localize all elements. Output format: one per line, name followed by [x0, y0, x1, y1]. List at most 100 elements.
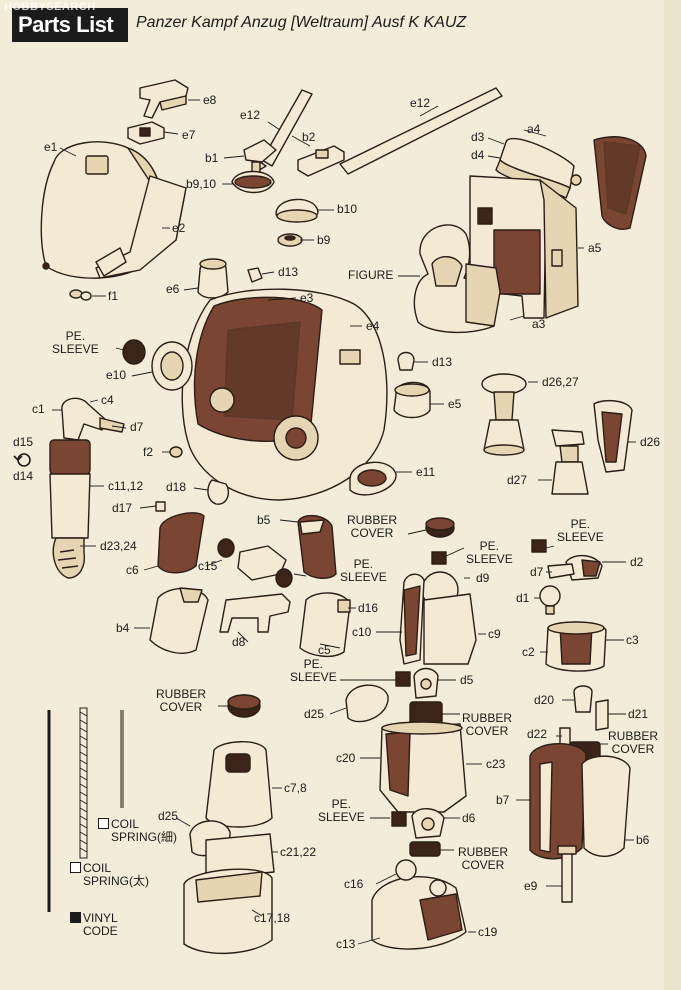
label-d15: d15: [13, 435, 34, 449]
part-rubber-cover-5: [409, 841, 441, 857]
label-c9: c9: [488, 627, 501, 641]
label-d14: d14: [13, 469, 34, 483]
part-b9: [277, 233, 303, 247]
label-e11: e11: [416, 465, 436, 479]
label-coil-spring-thick-text: COIL SPRING(太): [83, 861, 150, 888]
part-d21: [595, 699, 609, 731]
label-d22: d22: [527, 727, 548, 741]
part-rubber-cover-1: [425, 517, 455, 538]
label-c11-12: c11,12: [108, 479, 144, 493]
label-c4: c4: [101, 393, 114, 407]
label-pe-sleeve-6: PE. SLEEVE: [318, 797, 365, 824]
part-rubber-cover-3: [227, 694, 261, 718]
label-coil-spring-thick: COIL SPRING(太): [70, 862, 149, 888]
part-d5: [413, 667, 439, 699]
label-c7-8: c7,8: [284, 781, 307, 795]
label-d21: d21: [628, 707, 649, 721]
part-b2: [297, 145, 345, 177]
label-c10: c10: [352, 625, 372, 639]
part-figure: [413, 224, 501, 334]
label-coil-spring-thin-text: COIL SPRING(細): [111, 817, 178, 844]
label-e8: e8: [203, 93, 217, 107]
watermark: HOBBYSEARCH: [4, 1, 96, 13]
part-d25-a: [345, 684, 389, 723]
part-pe-sleeve-5: [395, 671, 411, 687]
header-bar: [12, 8, 128, 42]
label-d26-27: d26,27: [542, 375, 579, 389]
part-c7-8-shin: [205, 741, 273, 828]
label-coil-spring-thin: COIL SPRING(細): [98, 818, 177, 844]
label-d26: d26: [640, 435, 661, 449]
label-d6: d6: [462, 811, 476, 825]
label-b5: b5: [257, 513, 271, 527]
part-d2-d7: [547, 555, 603, 581]
label-figure: FIGURE: [348, 268, 394, 282]
adjacent-page-edge: [664, 0, 681, 990]
label-rubber-cover-4: RUBBER COVER: [608, 729, 659, 756]
label-e1: e1: [44, 140, 58, 154]
label-d13-a: d13: [278, 265, 299, 279]
label-d4: d4: [471, 148, 485, 162]
part-c6-panel: [157, 512, 205, 574]
part-d13-a: [247, 267, 263, 283]
part-c15-joint: [217, 538, 293, 588]
part-c9-c10-leg: [399, 571, 477, 665]
label-e12-a: e12: [240, 108, 261, 122]
page-title: Parts List: [18, 12, 114, 37]
part-b6: [581, 755, 631, 857]
label-d1: d1: [516, 591, 530, 605]
label-d25-b: d25: [158, 809, 179, 823]
part-b10-dome: [275, 198, 319, 223]
label-f2: f2: [143, 445, 154, 459]
label-c6: c6: [126, 563, 139, 577]
part-e5: [393, 381, 431, 419]
part-c13-c16-c19-foot: [371, 859, 467, 950]
label-rubber-cover-3: RUBBER COVER: [156, 687, 207, 714]
part-c20-c23-lower-leg: [379, 721, 467, 813]
parts-diagram: .ol { stroke:#2a1e16; stroke-width:1.4; …: [13, 79, 647, 954]
part-f1: [69, 289, 92, 301]
label-c21-22: c21,22: [280, 845, 317, 859]
leader-lines: [52, 99, 636, 945]
label-e7: e7: [182, 128, 196, 142]
legend-box-filled: [70, 912, 81, 923]
label-d17: d17: [112, 501, 133, 515]
label-d8: d8: [232, 635, 246, 649]
part-f2: [169, 446, 183, 458]
page-subtitle: Panzer Kampf Anzug [Weltraum] Ausf K KAU…: [136, 14, 467, 31]
part-d8: [219, 593, 291, 633]
part-c2-c3: [545, 621, 607, 672]
label-e6: e6: [166, 282, 180, 296]
label-d5: d5: [460, 673, 474, 687]
label-c5: c5: [318, 643, 331, 657]
part-d6: [411, 808, 445, 839]
label-pe-sleeve-2: PE. SLEEVE: [557, 517, 604, 544]
label-pe-sleeve-4: PE. SLEEVE: [466, 539, 513, 566]
part-e8: [139, 79, 189, 119]
label-c2: c2: [522, 645, 535, 659]
label-c13: c13: [336, 937, 356, 951]
label-d13-b: d13: [432, 355, 453, 369]
label-pe-sleeve-1: PE. SLEEVE: [52, 329, 99, 356]
label-rubber-cover-5: RUBBER COVER: [458, 845, 509, 872]
coil-spring-thick: [79, 707, 88, 859]
part-pe-sleeve-3: [531, 539, 547, 553]
label-e4: e4: [366, 319, 380, 333]
label-b9: b9: [317, 233, 331, 247]
label-b4: b4: [116, 621, 130, 635]
part-e1-e2-hatch: [40, 141, 187, 279]
part-d17: [155, 501, 166, 512]
label-d7-a: d7: [130, 420, 144, 434]
label-b6: b6: [636, 833, 650, 847]
part-d13-b: [397, 351, 415, 371]
part-d20: [573, 685, 593, 713]
label-d3: d3: [471, 130, 485, 144]
part-c21-22: [205, 833, 275, 879]
rotation-icon: [13, 453, 31, 467]
legend-box-open: [98, 818, 109, 829]
label-d23-24: d23,24: [100, 539, 137, 553]
label-e2: e2: [172, 221, 186, 235]
label-b10: b10: [337, 202, 358, 216]
label-d20: d20: [534, 693, 555, 707]
label-rubber-cover-1: RUBBER COVER: [347, 513, 398, 540]
